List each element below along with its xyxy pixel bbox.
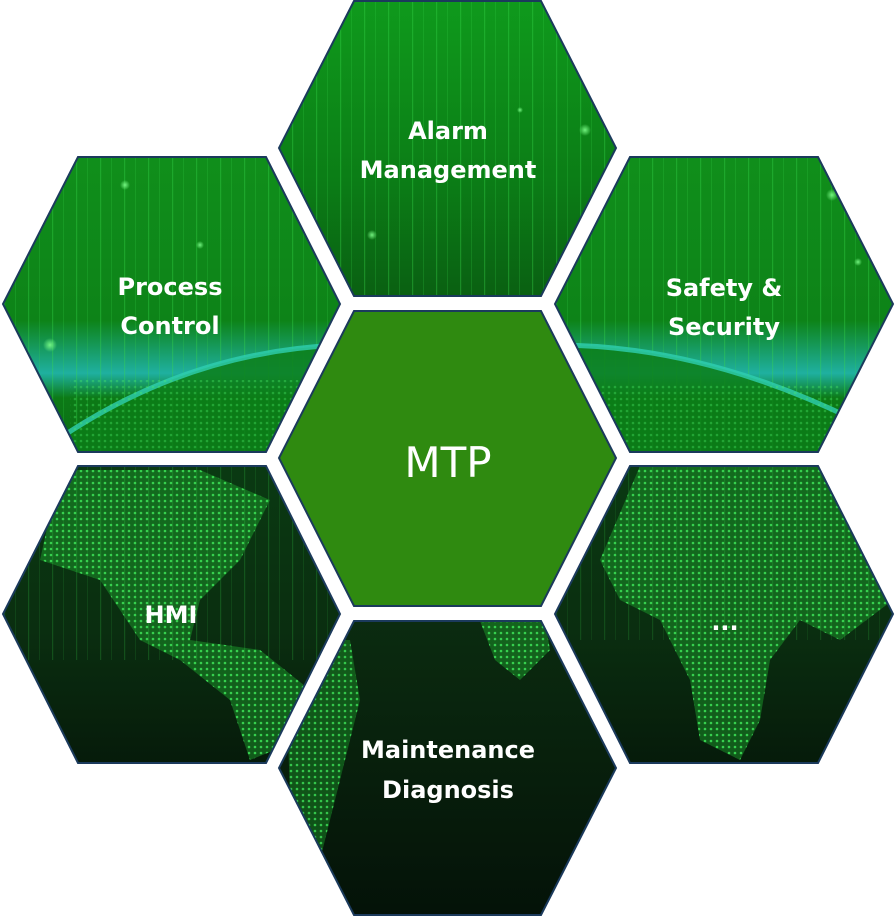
hex-center-label: MTP <box>404 438 491 487</box>
hex-top: Alarm Management <box>277 0 618 297</box>
hex-bottom: Maintenance Diagnosis <box>277 620 618 916</box>
hex-upper-left-label-line1: Process <box>118 273 223 301</box>
hex-upper-left-label-line2: Control <box>120 312 219 340</box>
hex-top-label-line2: Management <box>360 156 537 184</box>
hex-lower-right: ... <box>553 465 895 764</box>
hex-upper-right-label-line2: Security <box>668 313 780 341</box>
hex-upper-left: Process Control <box>1 156 342 453</box>
hex-bottom-label-line2: Diagnosis <box>382 776 514 804</box>
hex-top-label-line1: Alarm <box>408 117 488 145</box>
hex-bottom-label-line1: Maintenance <box>361 736 535 764</box>
hex-lower-left-label: HMI <box>145 601 198 629</box>
hex-lower-right-label: ... <box>711 608 738 636</box>
hex-upper-right: Safety & Security <box>553 156 895 453</box>
hex-center: MTP <box>277 310 618 607</box>
hex-lower-left: HMI <box>1 465 342 764</box>
hex-upper-right-label-line1: Safety & <box>666 274 783 302</box>
